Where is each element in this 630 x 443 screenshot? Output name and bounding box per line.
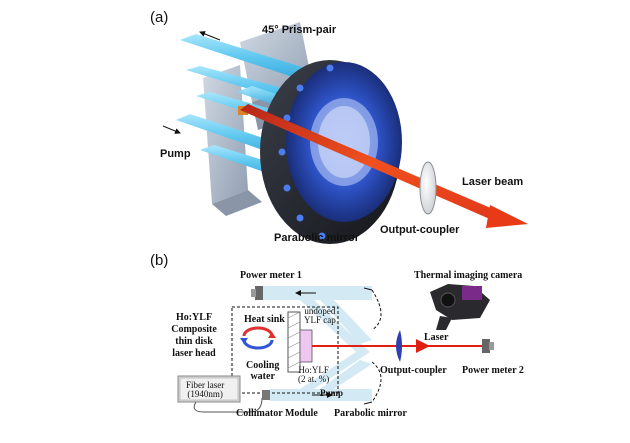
heat-sink-label: Heat sink (244, 314, 285, 325)
heat-sink-block (287, 311, 313, 373)
fiber-laser-label: Fiber laser (1940nm) (186, 381, 224, 399)
parabolic-mirror-label-b: Parabolic mirror (334, 408, 407, 419)
fiber-laser-line2: (1940nm) (187, 389, 223, 399)
head-line1: Ho:YLF (175, 312, 213, 323)
undoped-cap-line1: undoped (304, 306, 336, 316)
output-coupler-label-a: Output-coupler (380, 224, 460, 236)
parabolic-mirror-a (260, 60, 402, 244)
parabolic-mirror-top (371, 289, 382, 331)
cooling-line1: Cooling (246, 360, 280, 371)
parabolic-mirror-bottom (371, 361, 382, 403)
power-meter-2-label: Power meter 2 (462, 365, 524, 376)
undoped-cap-line2: YLF cap (304, 315, 336, 325)
laser-beam-label: Laser beam (462, 176, 524, 188)
parabolic-mirror-label-a: Parabolic mirror (274, 232, 359, 244)
pump-label-a: Pump (160, 148, 191, 160)
output-coupler-label-b: Output-coupler (380, 365, 447, 376)
collimator-label: Collimator Module (236, 408, 318, 419)
prism-pair-label: 45° Prism-pair (262, 24, 337, 36)
head-line3: thin disk (175, 336, 213, 347)
head-line4: laser head (172, 348, 216, 359)
cooling-water-label: Cooling water (246, 360, 279, 382)
thermal-camera-label: Thermal imaging camera (414, 270, 523, 281)
pump-label-b: Pump (320, 388, 344, 398)
panel-a-label: (a) (150, 9, 169, 26)
panel-b-drawing (177, 284, 494, 413)
crystal-label: Ho:YLF (2 at. %) (298, 366, 329, 384)
pump-arrow-a (162, 125, 181, 134)
power-meter-1-label: Power meter 1 (240, 270, 302, 281)
crystal-line2: (2 at. %) (298, 374, 330, 384)
laser-head-label: Ho:YLF Composite thin disk laser head (162, 312, 226, 360)
out-arrow (199, 31, 221, 41)
thermal-camera-icon (430, 284, 490, 330)
cooling-line2: water (250, 371, 275, 382)
power-meter-2-icon (482, 339, 494, 353)
fiber-laser-line1: Fiber laser (186, 380, 225, 390)
panel-b-label: (b) (150, 252, 169, 269)
collimator-icon (262, 390, 270, 400)
undoped-cap-label: undoped YLF cap (304, 307, 336, 325)
panel-a-drawing (162, 22, 528, 244)
cooling-cycle (240, 326, 276, 350)
power-meter-1-icon (251, 286, 263, 300)
crystal-line1: Ho:YLF (298, 365, 329, 375)
output-coupler-a (419, 161, 437, 215)
output-coupler-lens (396, 330, 402, 362)
head-line2: Composite (171, 324, 217, 335)
laser-label-b: Laser (424, 332, 449, 343)
fiber-cable (193, 397, 263, 413)
laser-head-box (231, 306, 339, 394)
fiber-laser-box (177, 375, 241, 403)
